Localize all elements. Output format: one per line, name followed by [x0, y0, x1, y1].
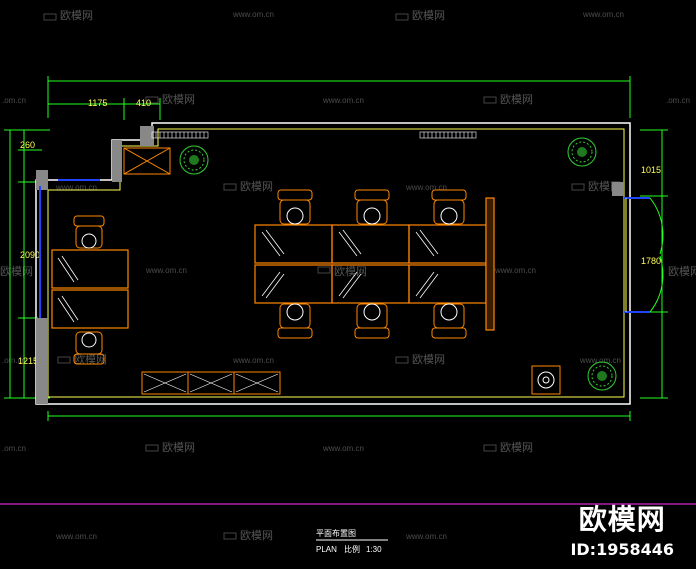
watermark-layer: 欧模网 www.om.cn 欧模网 www.om.cn .om.cn 欧模网 w…: [0, 9, 696, 542]
plant-icon: [179, 145, 209, 175]
room-walls: [35, 122, 631, 405]
office-chair: [431, 189, 467, 225]
watermark-url: www.om.cn: [232, 356, 274, 365]
plan-caption: 平面布置图 PLAN 比例 1:30: [316, 528, 388, 554]
svg-text:欧模网: 欧模网: [334, 265, 367, 278]
svg-text:1:30: 1:30: [366, 545, 382, 554]
plant-icon: [587, 361, 617, 391]
right-door: [624, 197, 664, 313]
watermark-logo: 欧模网: [395, 353, 445, 366]
watermark-url: .om.cn: [2, 96, 26, 105]
svg-text:欧模网: 欧模网: [162, 93, 195, 106]
svg-text:欧模网: 欧模网: [500, 441, 533, 454]
storage-cabinet: [123, 147, 171, 175]
svg-text:平面布置图: 平面布置图: [316, 528, 356, 538]
brand-id: ID:1958446: [570, 540, 674, 559]
watermark-url: www.om.cn: [232, 10, 274, 19]
dimension-label: 1015: [641, 165, 661, 175]
svg-text:欧模网: 欧模网: [412, 353, 445, 366]
window-left: [151, 131, 209, 139]
svg-text:欧模网: 欧模网: [60, 9, 93, 22]
watermark-logo: 欧模网: [57, 353, 107, 366]
brand-watermark: 欧模网 ID:1958446: [570, 498, 674, 559]
svg-text:欧模网: 欧模网: [0, 265, 33, 278]
watermark-logo: 欧模网: [0, 265, 33, 278]
watermark-url: .om.cn: [2, 444, 26, 453]
svg-text:欧模网: 欧模网: [162, 441, 195, 454]
dimension-lines: [4, 76, 668, 421]
watermark-logo: 欧模网: [483, 441, 533, 454]
brand-name: 欧模网: [578, 503, 666, 536]
watermark-url: www.om.cn: [322, 96, 364, 105]
dimension-label: 1780: [641, 256, 661, 266]
watermark-url: www.om.cn: [405, 183, 447, 192]
svg-text:欧模网: 欧模网: [412, 9, 445, 22]
watermark-url: www.om.cn: [582, 10, 624, 19]
watermark-logo: 欧模网: [145, 93, 195, 106]
watermark-logo: 欧模网: [483, 93, 533, 106]
watermark-url: www.om.cn: [145, 266, 187, 275]
left-workstation-group: [51, 249, 129, 329]
water-dispenser-icon: [531, 365, 561, 395]
left-door: [39, 179, 100, 318]
watermark-logo: 欧模网: [668, 265, 696, 278]
watermark-url: .om.cn: [666, 96, 690, 105]
office-chair: [354, 303, 390, 339]
svg-text:欧模网: 欧模网: [240, 529, 273, 542]
svg-text:PLAN: PLAN: [316, 545, 337, 554]
watermark-logo: 欧模网: [317, 265, 367, 278]
svg-text:欧模网: 欧模网: [500, 93, 533, 106]
filing-cabinets: [141, 371, 281, 395]
svg-text:欧模网: 欧模网: [240, 180, 273, 193]
office-chair: [277, 189, 313, 225]
svg-text:欧模网: 欧模网: [668, 265, 696, 278]
office-chair: [73, 215, 105, 249]
dimension-label: 410: [136, 98, 151, 108]
watermark-logo: 欧模网: [145, 441, 195, 454]
watermark-url: www.om.cn: [55, 532, 97, 541]
dimension-label: 1215: [18, 356, 38, 366]
watermark-url: .om.cn: [2, 356, 26, 365]
watermark-logo: 欧模网: [223, 529, 273, 542]
office-chair: [277, 303, 313, 339]
watermark-url: www.om.cn: [405, 532, 447, 541]
dimension-label: 1175: [88, 98, 107, 108]
window-right: [419, 131, 477, 139]
office-chair: [354, 189, 390, 225]
watermark-url: www.om.cn: [322, 444, 364, 453]
watermark-logo: 欧模网: [223, 180, 273, 193]
center-workstation-group: [254, 197, 495, 331]
watermark-url: www.om.cn: [494, 266, 536, 275]
watermark-url: www.om.cn: [579, 356, 621, 365]
office-chair: [431, 303, 467, 339]
plant-icon: [567, 137, 597, 167]
svg-text:欧模网: 欧模网: [74, 353, 107, 366]
dimension-label: 260: [20, 140, 35, 150]
watermark-logo: 欧模网: [395, 9, 445, 22]
svg-text:比例: 比例: [344, 544, 360, 554]
office-chair: [73, 331, 105, 365]
dimension-label: 2090: [20, 250, 40, 260]
watermark-logo: 欧模网: [43, 9, 93, 22]
watermark-url: www.om.cn: [55, 183, 97, 192]
